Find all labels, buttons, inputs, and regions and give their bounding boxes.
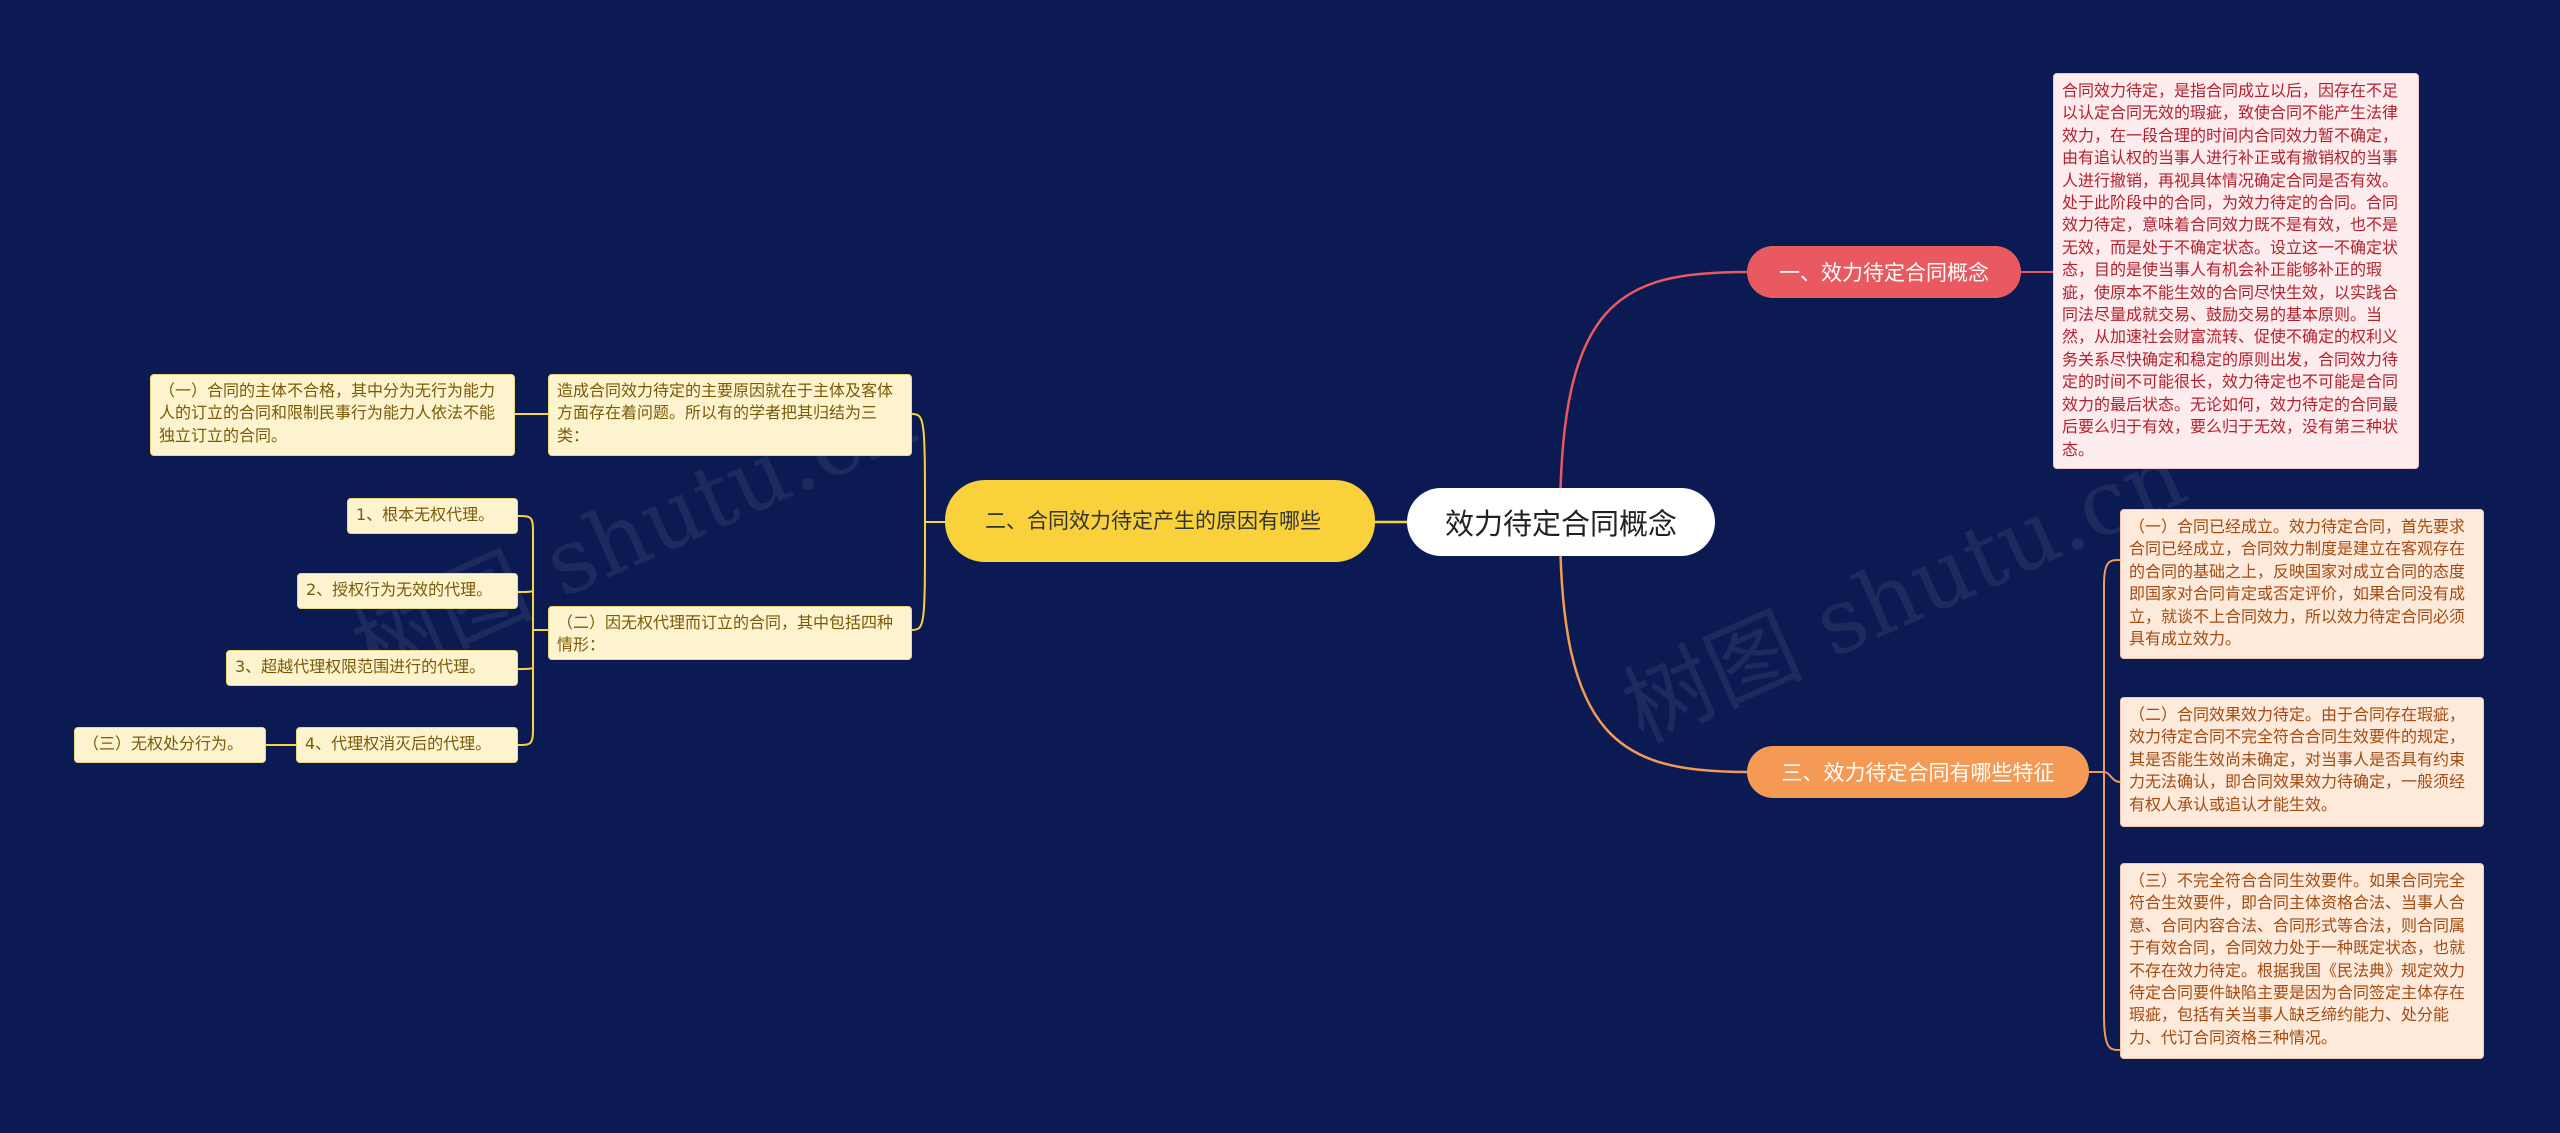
causes-summary[interactable]: 造成合同效力待定的主要原因就在于主体及客体方面存在着问题。所以有的学者把其归结为… xyxy=(548,374,912,456)
link-root-branch1 xyxy=(1558,270,1748,523)
agency-type-1[interactable]: 1、根本无权代理。 xyxy=(347,498,518,534)
cause-unauthorized-agency[interactable]: （二）因无权代理而订立的合同，其中包括四种情形： xyxy=(548,606,912,660)
agency-type-2[interactable]: 2、授权行为无效的代理。 xyxy=(297,573,518,609)
branch-concept[interactable]: 一、效力待定合同概念 xyxy=(1747,246,2021,298)
link-branch3-items xyxy=(2089,559,2121,1051)
cause-subject-unqualified[interactable]: （一）合同的主体不合格，其中分为无行为能力人的订立的合同和限制民事行为能力人依法… xyxy=(150,374,515,456)
link-child2-items xyxy=(517,515,548,746)
feature-2[interactable]: （二）合同效果效力待定。由于合同存在瑕疵，效力待定合同不完全符合合同生效要件的规… xyxy=(2120,697,2484,827)
branch-features[interactable]: 三、效力待定合同有哪些特征 xyxy=(1747,746,2089,798)
branch-causes-label: 二、合同效力待定产生的原因有哪些 xyxy=(985,509,1321,533)
feature-1[interactable]: （一）合同已经成立。效力待定合同，首先要求合同已经成立，合同效力制度是建立在客观… xyxy=(2120,509,2484,659)
link-root-branch3 xyxy=(1558,521,1748,774)
link-branch2-children xyxy=(911,413,945,631)
branch-causes[interactable]: 二、合同效力待定产生的原因有哪些 xyxy=(945,480,1375,562)
agency-type-4[interactable]: 4、代理权消灭后的代理。 xyxy=(296,727,518,763)
feature-3[interactable]: （三）不完全符合合同生效要件。如果合同完全符合生效要件，即合同主体资格合法、当事… xyxy=(2120,863,2484,1059)
agency-type-3[interactable]: 3、超越代理权限范围进行的代理。 xyxy=(226,650,518,686)
root-topic[interactable]: 效力待定合同概念 xyxy=(1407,488,1715,556)
cause-unauthorized-disposal[interactable]: （三）无权处分行为。 xyxy=(74,727,266,763)
concept-detail-note[interactable]: 合同效力待定，是指合同成立以后，因存在不足以认定合同无效的瑕疵，致使合同不能产生… xyxy=(2053,73,2419,469)
